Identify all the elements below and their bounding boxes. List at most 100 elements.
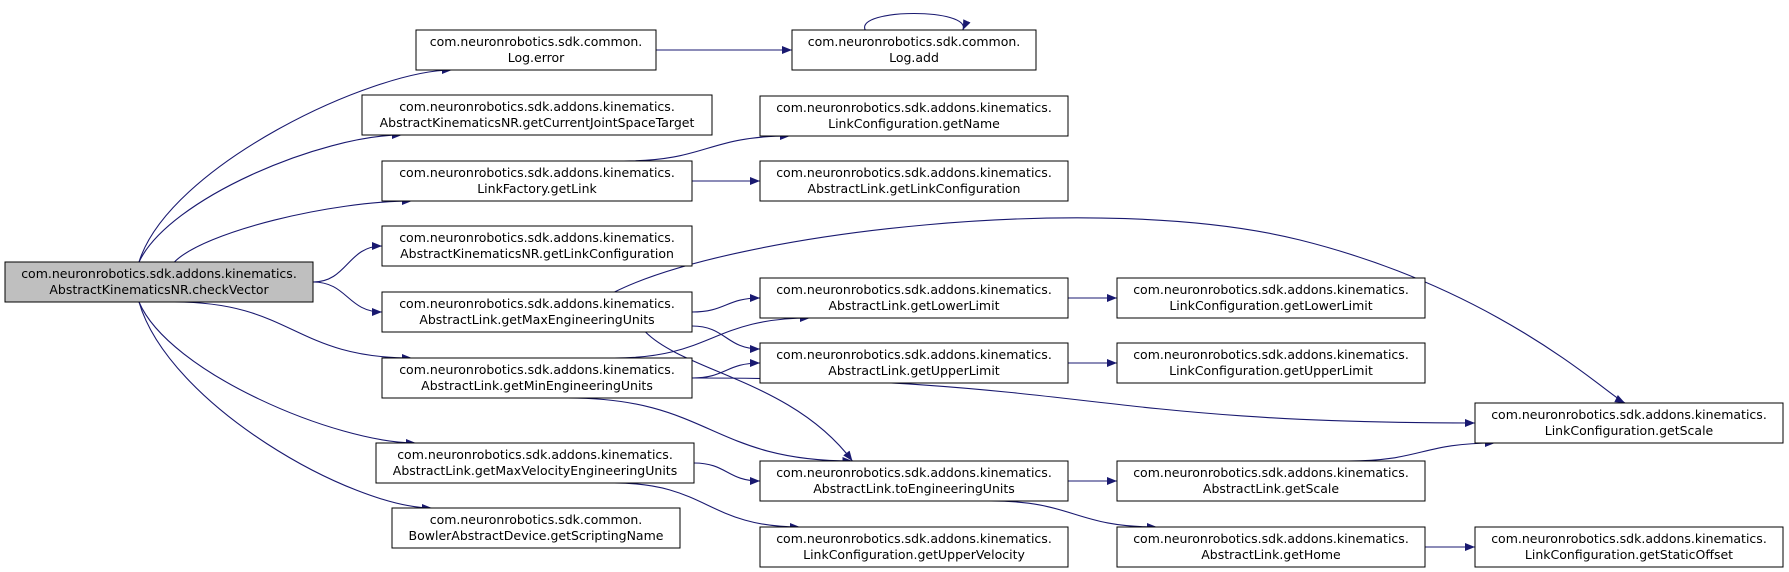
node-box <box>1116 460 1426 502</box>
edge-al_getmaxeng-to-lc_getscale <box>614 217 1626 404</box>
node-label-line: AbstractKinematicsNR.checkVector <box>49 282 269 297</box>
node-label-line: AbstractLink.getMaxVelocityEngineeringUn… <box>393 463 677 478</box>
node-label-line: com.neuronrobotics.sdk.addons.kinematics… <box>21 266 297 281</box>
node-al_getupper[interactable]: com.neuronrobotics.sdk.addons.kinematics… <box>759 342 1069 384</box>
edge-al_getmaxvel-to-al_toeng <box>693 462 761 485</box>
node-label-line: AbstractLink.getLinkConfiguration <box>808 181 1021 196</box>
node-label-line: com.neuronrobotics.sdk.addons.kinematics… <box>776 282 1052 297</box>
node-label-line: com.neuronrobotics.sdk.addons.kinematics… <box>1133 282 1409 297</box>
node-label-line: AbstractKinematicsNR.getLinkConfiguratio… <box>400 246 674 261</box>
node-al_getmaxeng[interactable]: com.neuronrobotics.sdk.addons.kinematics… <box>381 291 693 333</box>
node-label-line: Log.add <box>889 50 939 65</box>
edge-root-to-log_error <box>138 66 453 263</box>
node-al_getminEng[interactable]: com.neuronrobotics.sdk.addons.kinematics… <box>381 357 693 399</box>
node-al_gethome[interactable]: com.neuronrobotics.sdk.addons.kinematics… <box>1116 526 1426 568</box>
node-label-line: com.neuronrobotics.sdk.addons.kinematics… <box>776 165 1052 180</box>
node-box <box>4 261 314 303</box>
edge-root-to-al_getminEng <box>174 301 413 362</box>
node-al_getlinkconfig[interactable]: com.neuronrobotics.sdk.addons.kinematics… <box>759 160 1069 202</box>
node-label-line: LinkConfiguration.getUpperVelocity <box>803 547 1025 562</box>
edge-root-to-bad_getscripting <box>138 301 433 512</box>
edge-root-to-akn_getlinkconfig <box>312 242 383 283</box>
node-box <box>759 277 1069 319</box>
node-akn_getlinkconfig[interactable]: com.neuronrobotics.sdk.addons.kinematics… <box>381 225 693 267</box>
edge-linkfactory_getlink-to-lc_getname <box>623 132 791 162</box>
node-lc_getscale[interactable]: com.neuronrobotics.sdk.addons.kinematics… <box>1474 402 1784 444</box>
node-log_add[interactable]: com.neuronrobotics.sdk.common.Log.add <box>791 29 1037 71</box>
node-label-line: com.neuronrobotics.sdk.addons.kinematics… <box>399 99 675 114</box>
node-label-line: LinkConfiguration.getUpperLimit <box>1169 363 1373 378</box>
edge-al_getmaxeng-to-al_getlower <box>691 294 761 313</box>
node-label-line: AbstractLink.getScale <box>1203 481 1340 496</box>
edge-al_getmaxeng-to-al_getupper <box>691 325 761 353</box>
node-label-line: com.neuronrobotics.sdk.addons.kinematics… <box>776 465 1052 480</box>
node-box <box>381 225 693 267</box>
node-label-line: com.neuronrobotics.sdk.addons.kinematics… <box>399 230 675 245</box>
edge-root-to-al_getmaxeng <box>312 281 383 316</box>
node-label-line: com.neuronrobotics.sdk.common. <box>808 34 1021 49</box>
node-label-line: com.neuronrobotics.sdk.addons.kinematics… <box>1491 531 1767 546</box>
node-label-line: LinkConfiguration.getLowerLimit <box>1169 298 1372 313</box>
node-label-line: AbstractLink.getMaxEngineeringUnits <box>419 312 654 327</box>
nodes-layer: com.neuronrobotics.sdk.addons.kinematics… <box>4 29 1784 568</box>
node-box <box>759 342 1069 384</box>
node-label-line: com.neuronrobotics.sdk.addons.kinematics… <box>1133 465 1409 480</box>
node-box <box>381 160 693 202</box>
node-box <box>1116 342 1426 384</box>
edge-root-to-get_cur_target <box>138 131 403 263</box>
node-label-line: com.neuronrobotics.sdk.addons.kinematics… <box>776 531 1052 546</box>
node-al_getlower[interactable]: com.neuronrobotics.sdk.addons.kinematics… <box>759 277 1069 319</box>
node-box <box>381 357 693 399</box>
node-box <box>1474 526 1784 568</box>
edge-al_getminEng-to-al_getlower <box>614 314 811 359</box>
edge-root-to-al_getmaxvel <box>138 301 417 447</box>
node-label-line: AbstractLink.getLowerLimit <box>828 298 999 313</box>
edge-al_toeng-to-al_gethome <box>990 500 1158 531</box>
node-box <box>759 160 1069 202</box>
node-lc_getname[interactable]: com.neuronrobotics.sdk.addons.kinematics… <box>759 95 1069 137</box>
edge-root-to-linkfactory_getlink <box>174 197 413 263</box>
node-box <box>391 507 681 549</box>
node-lc_getuppervel[interactable]: com.neuronrobotics.sdk.addons.kinematics… <box>759 526 1069 568</box>
node-root[interactable]: com.neuronrobotics.sdk.addons.kinematics… <box>4 261 314 303</box>
node-box <box>381 291 693 333</box>
node-label-line: com.neuronrobotics.sdk.addons.kinematics… <box>776 347 1052 362</box>
edge-log_add-to-log_add <box>864 13 971 31</box>
edge-al_getminEng-to-al_toeng <box>567 397 853 465</box>
node-get_cur_target[interactable]: com.neuronrobotics.sdk.addons.kinematics… <box>361 94 713 136</box>
node-box <box>361 94 713 136</box>
node-al_getscale[interactable]: com.neuronrobotics.sdk.addons.kinematics… <box>1116 460 1426 502</box>
node-bad_getscripting[interactable]: com.neuronrobotics.sdk.common.BowlerAbst… <box>391 507 681 549</box>
node-label-line: AbstractLink.getMinEngineeringUnits <box>421 378 653 393</box>
node-log_error[interactable]: com.neuronrobotics.sdk.common.Log.error <box>415 29 657 71</box>
node-label-line: com.neuronrobotics.sdk.addons.kinematics… <box>399 165 675 180</box>
node-box <box>759 95 1069 137</box>
node-label-line: BowlerAbstractDevice.getScriptingName <box>409 528 664 543</box>
node-box <box>375 442 695 484</box>
node-label-line: com.neuronrobotics.sdk.addons.kinematics… <box>399 296 675 311</box>
node-linkfactory_getlink[interactable]: com.neuronrobotics.sdk.addons.kinematics… <box>381 160 693 202</box>
node-al_toeng[interactable]: com.neuronrobotics.sdk.addons.kinematics… <box>759 460 1069 502</box>
node-al_getmaxvel[interactable]: com.neuronrobotics.sdk.addons.kinematics… <box>375 442 695 484</box>
node-label-line: com.neuronrobotics.sdk.addons.kinematics… <box>1133 531 1409 546</box>
node-box <box>1116 526 1426 568</box>
node-box <box>791 29 1037 71</box>
node-label-line: LinkConfiguration.getScale <box>1545 423 1714 438</box>
node-lc_getlower[interactable]: com.neuronrobotics.sdk.addons.kinematics… <box>1116 277 1426 319</box>
node-box <box>415 29 657 71</box>
node-label-line: LinkConfiguration.getName <box>828 116 1000 131</box>
node-label-line: LinkFactory.getLink <box>477 181 597 196</box>
node-box <box>1474 402 1784 444</box>
node-lc_getupper[interactable]: com.neuronrobotics.sdk.addons.kinematics… <box>1116 342 1426 384</box>
node-label-line: Log.error <box>508 50 565 65</box>
edge-al_getmaxeng-to-al_toeng <box>645 331 853 462</box>
edge-al_getscale-to-lc_getscale <box>1347 439 1496 462</box>
node-lc_getstaticoffset[interactable]: com.neuronrobotics.sdk.addons.kinematics… <box>1474 526 1784 568</box>
node-box <box>1116 277 1426 319</box>
node-box <box>759 460 1069 502</box>
edge-al_getmaxvel-to-lc_getuppervel <box>614 482 801 531</box>
node-label-line: com.neuronrobotics.sdk.common. <box>430 34 643 49</box>
node-label-line: AbstractKinematicsNR.getCurrentJointSpac… <box>380 115 695 130</box>
node-label-line: com.neuronrobotics.sdk.common. <box>430 512 643 527</box>
node-label-line: AbstractLink.toEngineeringUnits <box>813 481 1015 496</box>
